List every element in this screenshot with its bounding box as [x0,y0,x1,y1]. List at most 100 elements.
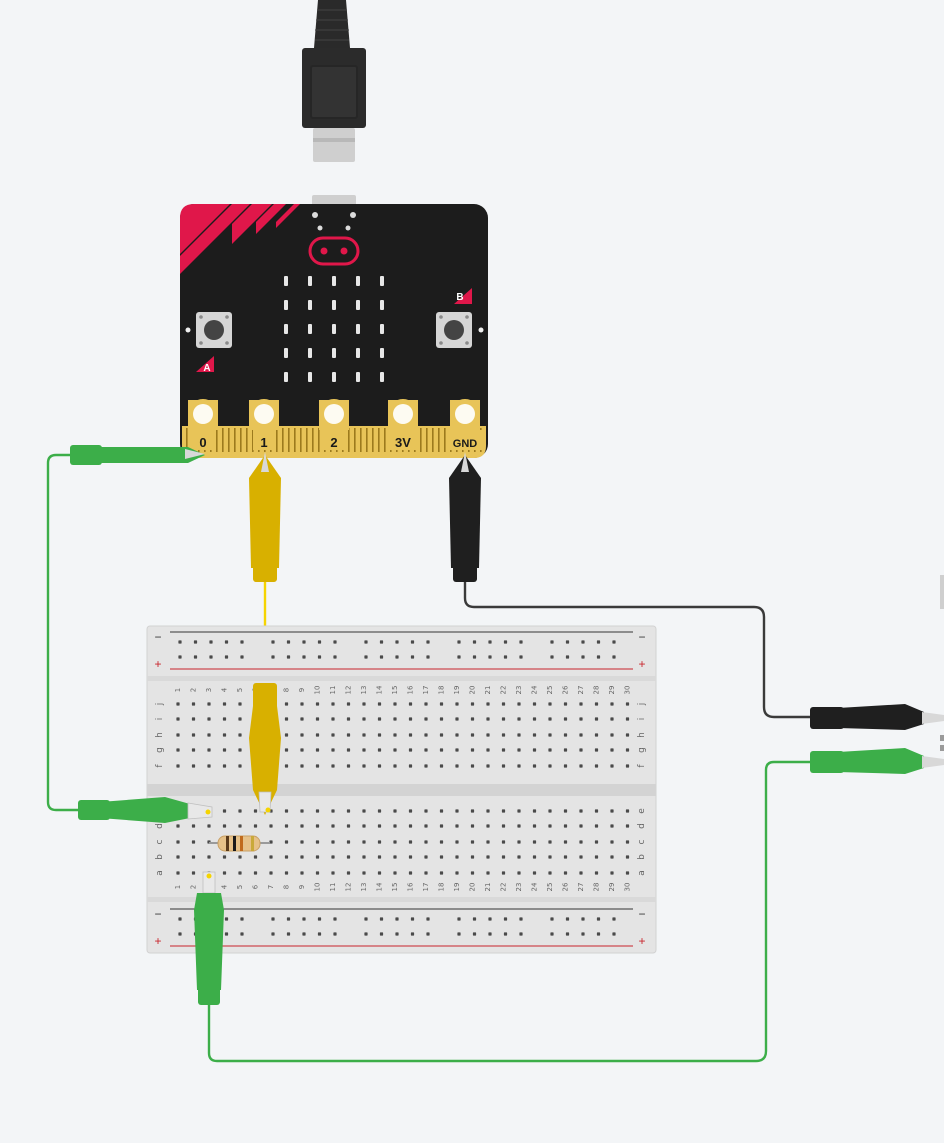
breadboard-hole[interactable] [532,702,537,706]
breadboard-hole[interactable] [563,871,568,875]
breadboard-hole[interactable] [269,871,273,875]
breadboard-hole[interactable] [501,764,506,768]
breadboard-hole[interactable] [395,917,399,921]
breadboard-hole[interactable] [610,764,614,768]
breadboard-hole[interactable] [439,840,444,844]
breadboard-hole[interactable] [176,748,180,752]
breadboard-hole[interactable] [408,717,413,721]
breadboard-hole[interactable] [612,640,616,644]
breadboard-hole[interactable] [486,702,490,706]
breadboard-hole[interactable] [610,824,614,828]
breadboard-hole[interactable] [222,748,227,752]
breadboard-hole[interactable] [501,733,506,737]
breadboard-hole[interactable] [377,824,382,828]
microbit-pin-0[interactable]: 0 [188,399,218,450]
breadboard-hole[interactable] [548,809,552,813]
breadboard-hole[interactable] [472,640,477,644]
breadboard-hole[interactable] [240,917,244,921]
breadboard-hole[interactable] [455,764,459,768]
breadboard-hole[interactable] [253,824,258,828]
breadboard-hole[interactable] [286,640,291,644]
breadboard-hole[interactable] [455,702,459,706]
breadboard-hole[interactable] [579,809,583,813]
breadboard-hole[interactable] [532,809,537,813]
breadboard-hole[interactable] [548,824,552,828]
breadboard-hole[interactable] [271,640,275,644]
breadboard-hole[interactable] [362,764,366,768]
breadboard-hole[interactable] [238,764,242,768]
breadboard-hole[interactable] [581,655,585,659]
breadboard-hole[interactable] [455,733,459,737]
breadboard-hole[interactable] [563,733,568,737]
breadboard-hole[interactable] [284,871,289,875]
breadboard-hole[interactable] [315,809,320,813]
breadboard-hole[interactable] [315,717,320,721]
breadboard-hole[interactable] [207,764,211,768]
breadboard-hole[interactable] [302,640,306,644]
breadboard-hole[interactable] [579,748,583,752]
breadboard-hole[interactable] [393,840,397,844]
breadboard-hole[interactable] [424,702,428,706]
breadboard-hole[interactable] [548,855,552,859]
breadboard-hole[interactable] [408,764,413,768]
breadboard-hole[interactable] [224,655,229,659]
microbit-pin-3v[interactable]: 3V [388,399,418,450]
breadboard-hole[interactable] [612,917,616,921]
breadboard-hole[interactable] [594,748,599,752]
breadboard-hole[interactable] [284,840,289,844]
breadboard-hole[interactable] [455,809,459,813]
breadboard-hole[interactable] [470,764,475,768]
breadboard-hole[interactable] [284,809,289,813]
breadboard-hole[interactable] [610,840,614,844]
breadboard-hole[interactable] [315,764,320,768]
breadboard-hole[interactable] [209,655,213,659]
breadboard-hole[interactable] [331,717,335,721]
breadboard-hole[interactable] [362,840,366,844]
breadboard-hole[interactable] [565,640,570,644]
breadboard-hole[interactable] [364,932,368,936]
breadboard-hole[interactable] [581,932,585,936]
breadboard-hole[interactable] [346,702,351,706]
breadboard-hole[interactable] [207,733,211,737]
breadboard[interactable]: − − + + − − + + 112233445566778899101011… [146,625,657,954]
breadboard-hole[interactable] [424,764,428,768]
breadboard-hole[interactable] [610,855,614,859]
breadboard-hole[interactable] [625,717,630,721]
breadboard-hole[interactable] [550,655,554,659]
breadboard-hole[interactable] [470,809,475,813]
breadboard-hole[interactable] [300,840,304,844]
breadboard-hole[interactable] [581,917,585,921]
breadboard-hole[interactable] [594,871,599,875]
breadboard-hole[interactable] [517,824,521,828]
breadboard-hole[interactable] [596,917,601,921]
breadboard-hole[interactable] [377,809,382,813]
breadboard-hole[interactable] [346,809,351,813]
breadboard-hole[interactable] [410,917,415,921]
breadboard-hole[interactable] [501,824,506,828]
breadboard-hole[interactable] [284,717,289,721]
wire-black-gnd[interactable] [463,582,812,719]
breadboard-hole[interactable] [517,733,521,737]
breadboard-hole[interactable] [269,840,273,844]
breadboard-hole[interactable] [207,702,211,706]
breadboard-hole[interactable] [565,917,570,921]
breadboard-hole[interactable] [486,871,490,875]
breadboard-hole[interactable] [548,717,552,721]
microbit-pin-2[interactable]: 2 [319,399,349,450]
breadboard-hole[interactable] [548,702,552,706]
breadboard-hole[interactable] [532,764,537,768]
breadboard-hole[interactable] [455,855,459,859]
breadboard-hole[interactable] [364,640,368,644]
breadboard-hole[interactable] [191,764,196,768]
breadboard-hole[interactable] [548,840,552,844]
breadboard-hole[interactable] [548,764,552,768]
breadboard-hole[interactable] [331,855,335,859]
breadboard-hole[interactable] [300,748,304,752]
breadboard-hole[interactable] [286,932,291,936]
breadboard-hole[interactable] [470,824,475,828]
breadboard-hole[interactable] [488,917,492,921]
breadboard-hole[interactable] [455,840,459,844]
clip-yellow-pin1[interactable] [249,452,281,582]
breadboard-hole[interactable] [191,871,196,875]
breadboard-hole[interactable] [439,748,444,752]
